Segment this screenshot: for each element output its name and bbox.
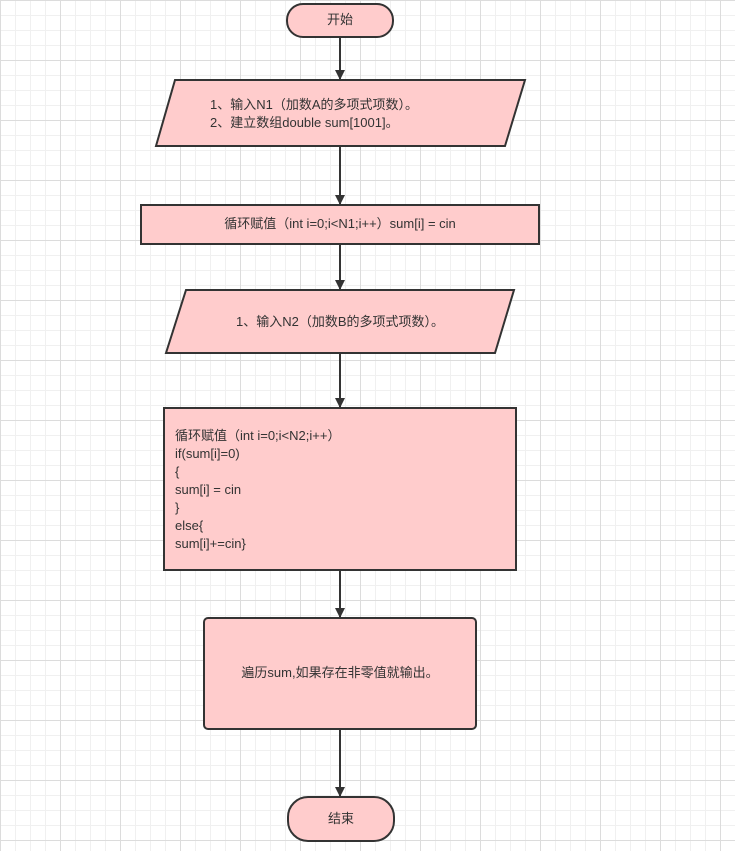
end-label: 结束 (327, 811, 354, 826)
loop-b-line: else{ (175, 518, 204, 533)
loop-a-node[interactable] (140, 204, 540, 245)
start-label: 开始 (326, 12, 353, 27)
output-node[interactable] (203, 617, 477, 730)
loop-b-line: sum[i] = cin (175, 482, 242, 497)
input-n2-node[interactable] (164, 289, 516, 354)
loop-b-line: if(sum[i]=0) (175, 446, 240, 461)
input-n1-node[interactable] (154, 79, 527, 147)
output-label: 遍历sum,如果存在非零值就输出。 (241, 665, 439, 680)
input-n1-line-1: 1、输入N1（加数A的多项式项数）。 (210, 97, 419, 112)
end-node[interactable] (287, 796, 395, 842)
loop-b-line: sum[i]+=cin} (175, 536, 246, 551)
loop-b-line: { (175, 464, 180, 479)
loop-a-label: 循环赋值（int i=0;i<N1;i++）sum[i] = cin (224, 216, 456, 231)
input-n1-line-2: 2、建立数组double sum[1001]。 (210, 115, 399, 130)
loop-b-line: 循环赋值（int i=0;i<N2;i++） (175, 428, 341, 443)
input-n2-label: 1、输入N2（加数B的多项式项数）。 (235, 314, 445, 329)
start-node[interactable] (286, 3, 394, 38)
loop-b-line: } (175, 500, 180, 515)
loop-b-node[interactable] (163, 407, 517, 571)
